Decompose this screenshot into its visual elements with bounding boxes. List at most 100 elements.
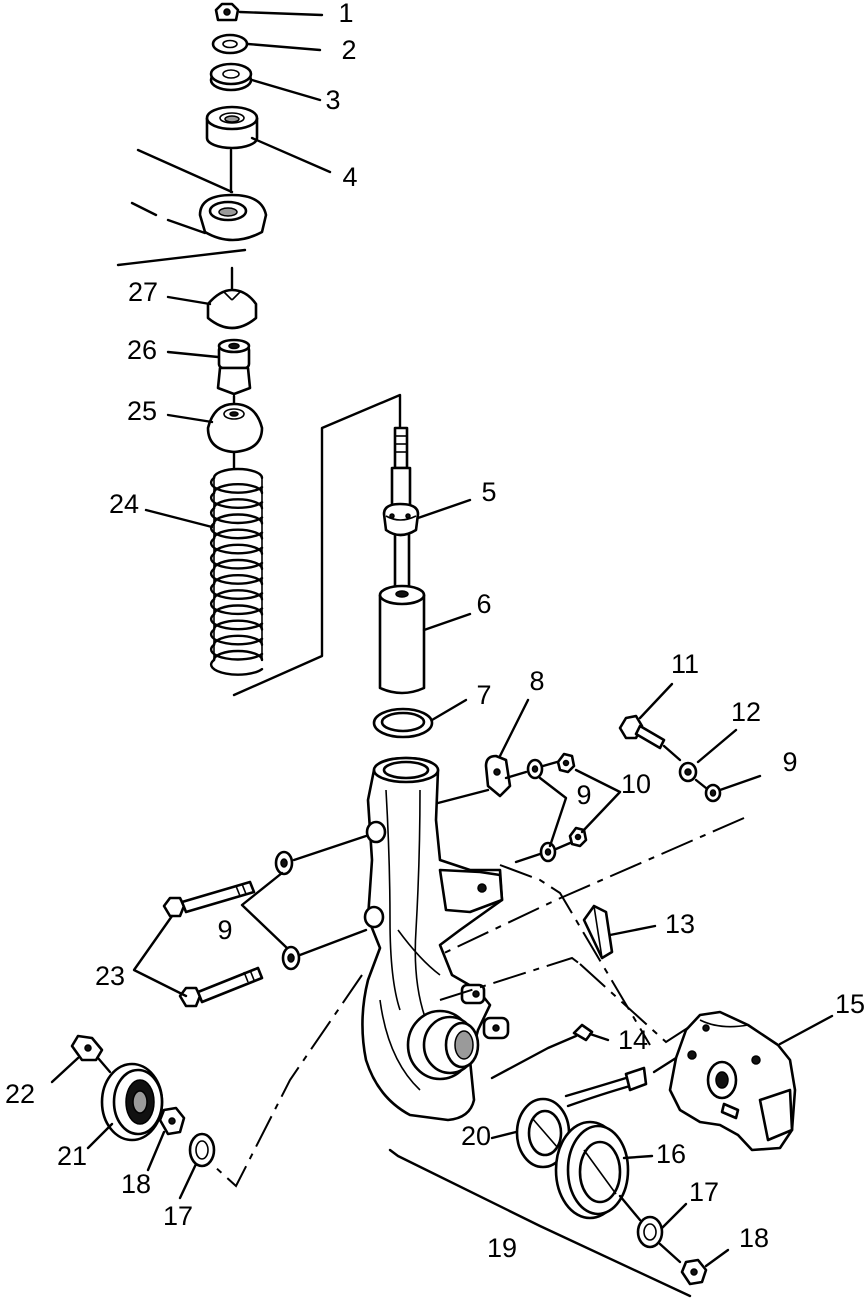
brake-line: [564, 1066, 648, 1108]
label-part-13: 13: [665, 909, 695, 939]
centerline: [499, 864, 651, 1046]
label-part-3: 3: [325, 85, 340, 115]
spring-coil: [209, 507, 264, 525]
spring-seat-part-25: [206, 402, 264, 454]
label-part-1: 1: [338, 0, 353, 28]
centerline: [213, 974, 363, 1188]
spring-coil: [212, 619, 264, 631]
label-part-10: 10: [621, 769, 651, 799]
spring-coil: [212, 498, 264, 510]
callout-line: [538, 776, 568, 848]
o-ring-part-7: [372, 707, 434, 739]
label-part-25: 25: [127, 396, 157, 426]
centerline: [439, 956, 581, 1001]
label-part-24: 24: [109, 489, 139, 519]
bolt-part-23-upper: [162, 880, 256, 918]
label-part-11: 11: [671, 649, 699, 679]
spring-coil: [209, 598, 264, 616]
spring-coil: [212, 543, 264, 556]
label-part-26: 26: [127, 335, 157, 365]
upper-mount-cup: [116, 148, 268, 267]
washer-part-2: [211, 33, 249, 55]
nut-part-10-a: [556, 752, 576, 774]
assembly-line: [694, 778, 708, 790]
label-part-27: 27: [128, 277, 158, 307]
washer-part-12: [678, 761, 698, 783]
label-part-19: 19: [487, 1233, 517, 1263]
label-part-17-right: 17: [689, 1177, 719, 1207]
spring-coil: [209, 567, 264, 585]
spring-coil: [209, 491, 264, 510]
washer-part-9-c: [704, 783, 722, 803]
bump-stop-part-27: [206, 288, 258, 330]
washer-part-9-upper: [274, 850, 294, 876]
bolt-part-23-lower: [178, 966, 264, 1008]
spring-coil: [209, 476, 264, 494]
washer-part-9-lower: [281, 945, 301, 971]
label-part-16: 16: [656, 1139, 686, 1169]
coil-spring-part-24: [209, 467, 264, 676]
assembly-line: [436, 788, 490, 805]
bolt-part-11: [618, 714, 666, 750]
rubber-bushing-part-4: [205, 105, 259, 150]
assembly-line: [662, 744, 682, 762]
label-part-14: 14: [618, 1025, 648, 1055]
spring-coil: [212, 604, 264, 616]
spring-coil: [212, 558, 264, 571]
washer-part-9-a: [526, 758, 544, 780]
assembly-line: [96, 1056, 112, 1074]
brake-pad-part-13: [582, 904, 614, 960]
assembly-line: [490, 1034, 578, 1080]
assembly-line: [232, 393, 402, 697]
assembly-line: [541, 760, 559, 768]
spring-coil: [212, 589, 264, 601]
spring-coil: [212, 467, 264, 480]
centerline: [439, 817, 745, 956]
callout-line: [132, 914, 188, 998]
spring-coil: [209, 613, 264, 631]
nut-part-18-left: [158, 1106, 186, 1136]
shock-body-part-6: [378, 584, 426, 695]
label-part-9-right: 9: [782, 747, 797, 777]
label-part-15: 15: [835, 989, 865, 1019]
label-part-12: 12: [731, 697, 761, 727]
assembly-line: [292, 834, 368, 862]
label-part-7: 7: [476, 680, 491, 710]
bushing-part-3: [209, 62, 253, 92]
assembly-line: [554, 841, 572, 851]
label-part-21: 21: [57, 1141, 87, 1171]
jounce-bumper-part-5: [382, 502, 420, 537]
spring-coil: [212, 513, 264, 525]
label-part-2: 2: [341, 35, 356, 65]
assembly-line: [658, 1242, 682, 1264]
spring-coil: [212, 649, 264, 662]
nut-part-1: [214, 2, 240, 22]
label-part-8: 8: [529, 666, 544, 696]
strut-housing-knuckle: [361, 756, 510, 1122]
label-part-22: 22: [5, 1079, 35, 1109]
label-part-18-left: 18: [121, 1169, 151, 1199]
bleeder-screw-part-14: [572, 1023, 594, 1042]
grease-fitting-part-22: [70, 1034, 104, 1062]
spring-coil: [209, 552, 264, 570]
spring-coil: [212, 573, 264, 586]
assembly-line: [298, 928, 368, 957]
assembly-line: [514, 852, 542, 864]
seal-part-20: [515, 1097, 571, 1169]
label-part-5: 5: [481, 477, 496, 507]
spring-coil: [212, 634, 264, 647]
spring-coil: [209, 537, 264, 555]
bracket-part-8: [484, 754, 512, 798]
spring-coil: [209, 628, 264, 646]
hub-seal-part-21: [100, 1062, 164, 1142]
label-part-23: 23: [95, 961, 125, 991]
assembly-line: [618, 1194, 642, 1222]
spring-coil: [212, 528, 264, 540]
callout-line: [240, 871, 289, 950]
brake-caliper-part-15: [652, 1010, 797, 1152]
washer-part-17-right: [636, 1215, 664, 1249]
assembly-line: [504, 770, 528, 780]
label-part-18-right: 18: [739, 1223, 769, 1253]
label-part-4: 4: [342, 162, 357, 192]
